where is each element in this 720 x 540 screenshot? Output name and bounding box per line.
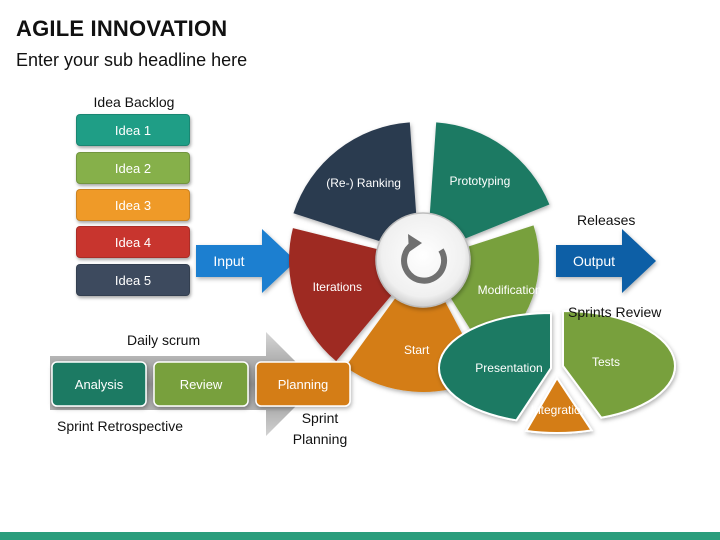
backlog-item: Idea 4 [76, 226, 190, 258]
footer-accent-bar [0, 532, 720, 540]
cycle-segment-label: Prototyping [450, 174, 511, 188]
review-segment [524, 376, 594, 434]
cycle-segment [293, 122, 417, 242]
backlog-item: Idea 5 [76, 264, 190, 296]
refresh-cycle-icon [401, 234, 448, 284]
review-segment [562, 309, 676, 419]
sprint-box-label: Planning [278, 377, 329, 392]
backlog-item: Idea 2 [76, 152, 190, 184]
sprint-boxes: Analysis Review Planning [51, 361, 351, 407]
releases-label: Releases [577, 212, 636, 228]
page-title: AGILE INNOVATION [16, 16, 228, 41]
review-segment [438, 311, 552, 422]
sprint-planning-label-line2: Planning [292, 431, 348, 447]
sprints-review-title: Sprints Review [568, 304, 662, 320]
backlog-item: Idea 3 [76, 189, 190, 221]
sprint-planning-label-line1: Sprint [301, 410, 339, 426]
cycle-segment [429, 122, 550, 240]
input-label: Input [213, 253, 244, 269]
cycle-hub [375, 212, 471, 308]
sprint-box [153, 361, 249, 407]
sprint-box-label: Analysis [75, 377, 124, 392]
review-segment-label: Tests [592, 355, 620, 369]
sprint-box [51, 361, 147, 407]
page-subtitle: Enter your sub headline here [16, 50, 248, 70]
sprint-retrospective-label: Sprint Retrospective [57, 418, 184, 434]
sprint-box [255, 361, 351, 407]
review-segment-label: Integration [531, 403, 588, 417]
output-arrow [556, 229, 656, 293]
idea-backlog-title: Idea Backlog [93, 94, 175, 110]
cycle-segment [289, 228, 396, 362]
backlog-item: Idea 1 [76, 114, 190, 146]
review-segment-label: Presentation [475, 361, 542, 375]
cycle-segment-label: Modification [478, 283, 542, 297]
sprint-box-label: Review [180, 377, 223, 392]
input-arrow [196, 229, 296, 293]
output-label: Output [573, 253, 615, 269]
cycle-segment-label: Iterations [313, 280, 362, 294]
cycle-segment-label: (Re-) Ranking [326, 176, 401, 190]
daily-scrum-label: Daily scrum [127, 332, 201, 348]
cycle-segment-label: Start [404, 343, 430, 357]
